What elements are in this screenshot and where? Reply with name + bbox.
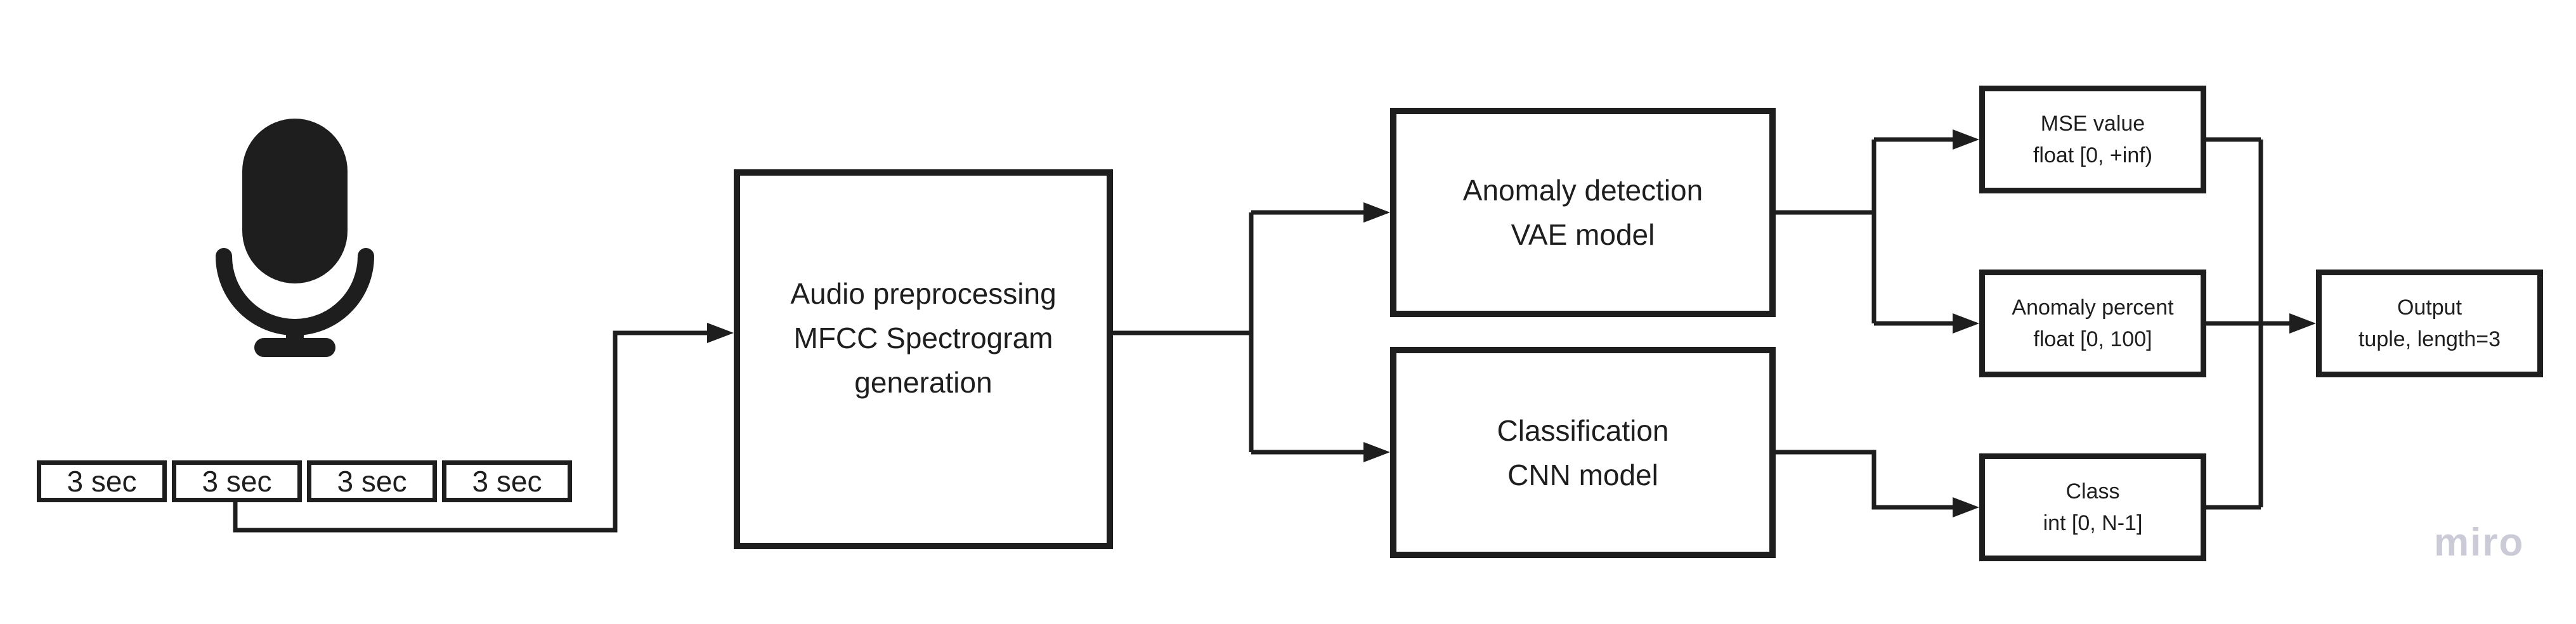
connector-audio-to-models — [1113, 210, 1366, 455]
audio-preprocessing-node[interactable]: Audio preprocessing MFCC Spectrogram gen… — [734, 169, 1113, 549]
microphone-capsule — [242, 119, 348, 283]
segment-label: 3 sec — [202, 465, 272, 498]
arrowhead-into-mse — [1953, 129, 1979, 150]
node-text: Audio preprocessing MFCC Spectrogram gen… — [790, 276, 1057, 399]
arrowheads — [707, 129, 2316, 517]
connector-cnn-to-class — [1776, 450, 1955, 510]
connector-vae-to-outputs — [1776, 137, 1955, 326]
class-node[interactable]: Class int [0, N-1] — [1979, 453, 2206, 561]
connector-segments-to-audio — [233, 330, 709, 533]
node-text: Classification CNN model — [1497, 413, 1669, 491]
arrowhead-into-vae — [1363, 202, 1390, 223]
arrowhead-into-audio — [707, 323, 734, 343]
audio-segment-box[interactable]: 3 sec — [172, 460, 302, 502]
miro-watermark: miro — [2434, 521, 2525, 564]
node-text: Anomaly percent float [0, 100] — [2012, 296, 2174, 351]
output-node[interactable]: Output tuple, length=3 — [2316, 270, 2543, 377]
mse-value-node[interactable]: MSE value float [0, +inf) — [1979, 86, 2206, 193]
anomaly-percent-node[interactable]: Anomaly percent float [0, 100] — [1979, 270, 2206, 377]
audio-segment-box[interactable]: 3 sec — [307, 460, 437, 502]
audio-segment-box[interactable]: 3 sec — [37, 460, 167, 502]
segment-label: 3 sec — [67, 465, 137, 498]
arrowhead-into-anomaly — [1953, 313, 1979, 334]
microphone-icon[interactable] — [211, 115, 379, 364]
classification-cnn-node[interactable]: Classification CNN model — [1390, 347, 1776, 558]
segment-label: 3 sec — [472, 465, 542, 498]
segment-label: 3 sec — [337, 465, 407, 498]
node-text: Output tuple, length=3 — [2358, 296, 2501, 351]
node-text: Class int [0, N-1] — [2043, 479, 2143, 535]
node-text: MSE value float [0, +inf) — [2033, 112, 2153, 167]
arrowhead-into-class — [1953, 497, 1979, 517]
node-text: Anomaly detection VAE model — [1462, 174, 1703, 251]
arrowhead-into-output — [2289, 313, 2316, 334]
anomaly-detection-vae-node[interactable]: Anomaly detection VAE model — [1390, 108, 1776, 317]
audio-segment-box[interactable]: 3 sec — [442, 460, 572, 502]
arrowhead-into-cnn — [1363, 442, 1390, 462]
